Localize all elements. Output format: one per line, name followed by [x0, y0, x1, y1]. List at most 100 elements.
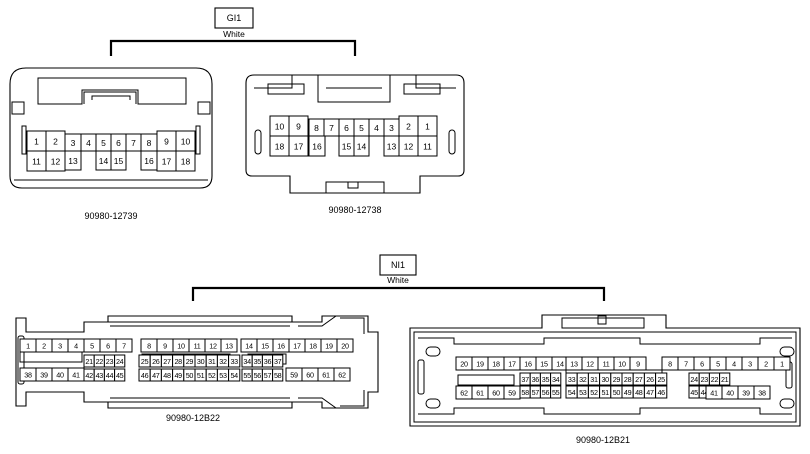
pin-c3-40: 40: [51, 367, 69, 382]
pin-c3-46: 46: [138, 368, 151, 382]
pin-c2-12: 12: [398, 135, 419, 157]
pin-c4-61: 61: [471, 385, 489, 400]
pin-c3-52: 52: [205, 368, 218, 382]
pin-label: 9: [163, 342, 167, 351]
pin-label: 6: [106, 342, 110, 351]
pin-label: 53: [579, 388, 587, 397]
pin-label: 32: [579, 375, 587, 384]
pin-label: 49: [624, 388, 632, 397]
pin-c4-12: 12: [581, 356, 599, 371]
pin-c3-55: 55: [241, 368, 253, 382]
group-ni1-label-box: [379, 254, 417, 276]
pin-label: 1: [425, 122, 430, 132]
pin-c3-59: 59: [285, 367, 303, 382]
pin-label: 46: [141, 371, 149, 380]
pin-label: 6: [344, 123, 349, 133]
pin-label: 31: [208, 357, 216, 366]
pin-label: 44: [106, 371, 114, 380]
pin-label: 17: [294, 142, 304, 152]
pin-label: 61: [322, 371, 330, 380]
pin-c3-48: 48: [160, 368, 174, 382]
pin-label: 46: [657, 388, 665, 397]
pin-c3-33: 33: [228, 354, 241, 368]
pin-label: 4: [86, 138, 91, 148]
pin-label: 1: [26, 342, 30, 351]
pin-c4-27: 27: [632, 372, 645, 386]
pin-c4-24: 24: [688, 372, 700, 386]
pin-label: 38: [24, 371, 32, 380]
pin-label: 61: [476, 389, 484, 398]
pin-c4-19: 19: [471, 356, 489, 371]
pin-c2-18: 18: [269, 135, 290, 157]
pin-label: 16: [524, 360, 532, 369]
pin-c3-44: 44: [103, 368, 116, 382]
pin-c3-41: 41: [67, 367, 85, 382]
pin-c4-13: 13: [565, 356, 583, 371]
pin-c3-15: 15: [256, 338, 274, 353]
pin-label: 52: [590, 388, 598, 397]
pin-c2-2: 2: [398, 115, 419, 137]
pin-label: 29: [613, 375, 621, 384]
pin-c3-60: 60: [301, 367, 319, 382]
pin-label: 59: [290, 371, 298, 380]
pin-label: 37: [521, 375, 529, 384]
pin-c3-12: 12: [204, 338, 222, 353]
pin-c2-17: 17: [288, 135, 309, 157]
pin-c3-7: 7: [115, 338, 133, 353]
pin-label: 8: [147, 342, 151, 351]
pin-label: 47: [152, 371, 160, 380]
pin-label: 2: [42, 342, 46, 351]
pin-c3-35: 35: [251, 354, 263, 368]
pin-c4-17: 17: [503, 356, 521, 371]
pin-c1-14: 14: [95, 150, 112, 171]
pin-c4-18: 18: [487, 356, 505, 371]
pin-label: 15: [342, 142, 352, 152]
pin-label: 48: [163, 371, 171, 380]
pin-c4-38: 38: [753, 385, 771, 400]
part-number-90980-12B22: 90980-12B22: [166, 413, 220, 423]
pin-c4-55: 55: [550, 385, 562, 399]
pin-c3-53: 53: [216, 368, 230, 382]
pin-c1-12: 12: [45, 150, 66, 172]
pin-c3-24: 24: [114, 354, 126, 368]
pin-c3-10: 10: [172, 338, 190, 353]
pin-label: 28: [624, 375, 632, 384]
pin-c4-30: 30: [599, 372, 612, 386]
pin-label: 10: [181, 137, 191, 147]
pin-label: 4: [74, 342, 78, 351]
pin-label: 59: [508, 389, 516, 398]
pin-c4-60: 60: [487, 385, 505, 400]
pin-c3-3: 3: [51, 338, 69, 353]
pin-label: 20: [341, 342, 349, 351]
pin-label: 18: [492, 360, 500, 369]
pin-label: 25: [657, 375, 665, 384]
pin-label: 5: [90, 342, 94, 351]
pin-label: 12: [404, 142, 414, 152]
pin-c2-8: 8: [308, 118, 325, 137]
pin-label: 9: [636, 360, 640, 369]
pin-label: 11: [194, 342, 201, 351]
pin-c2-4: 4: [368, 118, 385, 137]
pin-c2-1: 1: [417, 115, 438, 137]
pin-label: 10: [177, 342, 185, 351]
pin-c1-6: 6: [110, 133, 127, 152]
pin-label: 62: [460, 389, 468, 398]
pin-label: 13: [225, 342, 233, 351]
group-ni1-color: White: [387, 275, 409, 285]
pin-c4-2: 2: [757, 356, 775, 371]
pin-label: 28: [174, 357, 182, 366]
pin-label: 13: [570, 360, 578, 369]
pin-c3-45: 45: [114, 368, 126, 382]
pin-label: 31: [590, 375, 598, 384]
pin-c1-8: 8: [140, 133, 158, 152]
pin-c4-6: 6: [693, 356, 711, 371]
pin-label: 3: [748, 360, 752, 369]
pin-c4-32: 32: [576, 372, 589, 386]
pin-label: 15: [540, 360, 548, 369]
pin-label: 15: [114, 156, 124, 166]
pin-c3-18: 18: [304, 338, 322, 353]
pin-label: 10: [275, 122, 285, 132]
pin-c3-21: 21: [83, 354, 95, 368]
